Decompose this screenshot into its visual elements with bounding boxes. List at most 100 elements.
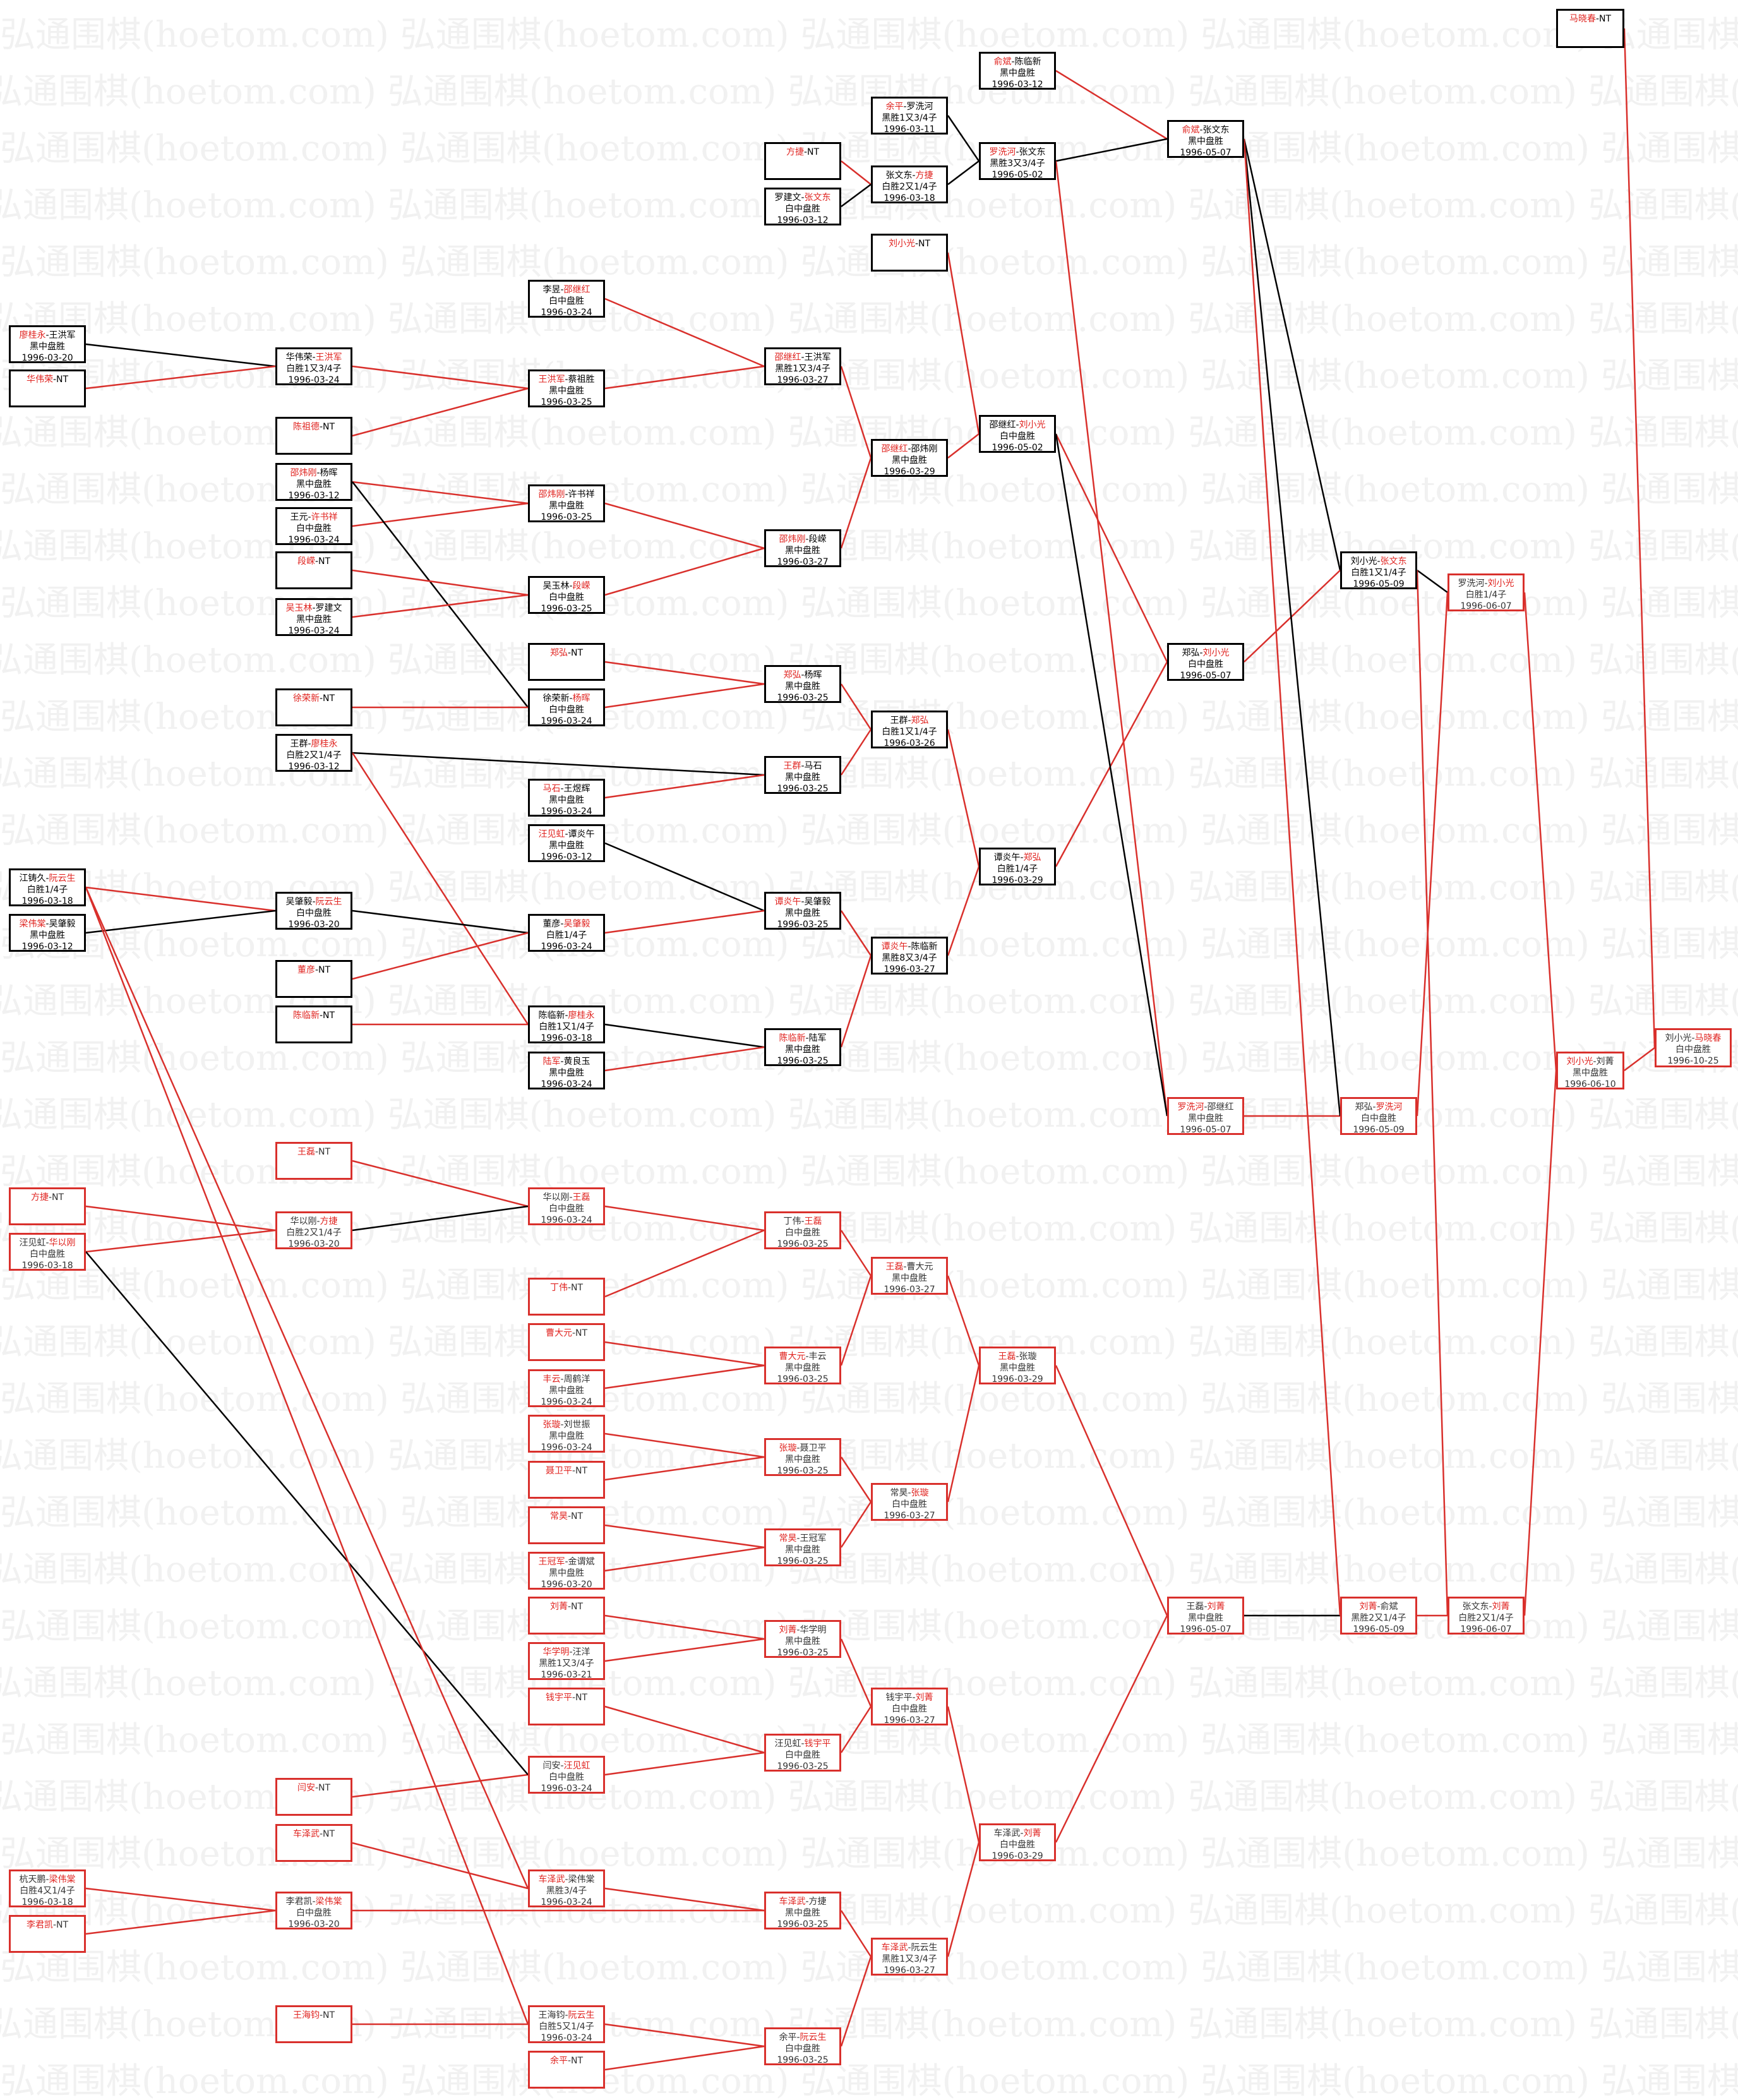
bracket-line — [1417, 569, 1448, 594]
bracket-line — [352, 1842, 529, 1890]
match-players: 华伟荣-NT — [26, 375, 69, 385]
match-box: 聂卫平-NT — [528, 1461, 605, 1499]
match-players: 王磊-曹大元 — [885, 1262, 933, 1272]
match-date: 1996-03-27 — [884, 1511, 935, 1521]
bracket-line — [352, 594, 529, 618]
match-players: 王群-廖桂永 — [290, 739, 338, 749]
match-date: 1996-03-24 — [541, 1443, 592, 1453]
match-result: 黑中盘胜 — [785, 1455, 820, 1465]
player-white: 张文东 — [1019, 147, 1046, 157]
match-box: 陈祖德-NT — [275, 417, 352, 455]
match-box: 郑弘-NT — [528, 643, 605, 681]
match-players: 刘小光-NT — [888, 239, 931, 249]
bracket-line — [604, 1751, 765, 1776]
bracket-line — [352, 481, 529, 708]
player-white: 王洪军 — [49, 330, 76, 340]
bracket-line — [841, 160, 872, 185]
match-date: 1996-03-18 — [21, 1261, 73, 1271]
match-players: 罗洗河-张文东 — [989, 147, 1046, 157]
player-black: 王海钧 — [292, 2010, 320, 2020]
player-white: 杨晖 — [572, 693, 590, 704]
player-white: 罗建文 — [315, 603, 342, 613]
match-result: 白中盘胜 — [549, 1204, 584, 1214]
match-result: 白中盘胜 — [1361, 1113, 1396, 1124]
player-white: 方捷 — [808, 1897, 827, 1907]
player-white: 段嵘 — [572, 581, 590, 591]
bracket-line — [840, 1275, 872, 1366]
match-date: 1996-03-24 — [541, 2033, 592, 2043]
match-result: 黑中盘胜 — [549, 795, 584, 805]
match-players: 吴肇毅-阮云生 — [285, 897, 342, 907]
player-black: 闫安 — [542, 1761, 561, 1771]
player-white: 邵炜刚 — [911, 444, 938, 454]
player-white: 阮云生 — [911, 1943, 938, 1953]
match-date: 1996-03-29 — [992, 1851, 1043, 1861]
match-date: 1996-03-27 — [777, 557, 829, 567]
match-date: 1996-05-09 — [1353, 1624, 1405, 1635]
match-date: 1996-05-07 — [1180, 1624, 1232, 1635]
player-black: 王群 — [290, 739, 308, 749]
match-date: 1996-03-24 — [288, 626, 340, 636]
match-result: 白中盘胜 — [892, 1499, 927, 1509]
player-black: 李君凯 — [26, 1920, 53, 1930]
bracket-line — [1055, 69, 1168, 140]
match-result: 黑胜1又3/4子 — [775, 364, 830, 374]
match-players: 车泽武-方捷 — [779, 1897, 827, 1907]
match-players: 俞斌-陈临新 — [993, 57, 1041, 67]
player-black: 吴肇毅 — [285, 897, 313, 907]
player-white: 杨晖 — [320, 468, 338, 478]
bracket-line — [352, 1205, 529, 1232]
match-date: 1996-03-24 — [541, 716, 592, 726]
player-black: 江铸久 — [19, 873, 46, 884]
match-date: 1996-03-24 — [541, 1079, 592, 1089]
match-result: 白胜1/4子 — [997, 864, 1038, 874]
player-black: 汪见虹 — [19, 1238, 46, 1248]
player-black: 徐荣新 — [292, 693, 320, 704]
player-white: NT — [575, 1466, 588, 1476]
match-players: 余平-NT — [549, 2056, 584, 2066]
match-players: 董彦-吴肇毅 — [542, 919, 590, 929]
match-date: 1996-03-12 — [21, 942, 73, 952]
bracket-line — [352, 481, 529, 505]
match-result: 黑胜1又3/4子 — [882, 1954, 937, 1964]
player-black: 邵继红 — [774, 352, 801, 363]
bracket-line — [1523, 1070, 1557, 1616]
player-black: 俞斌 — [993, 57, 1012, 67]
bracket-line — [85, 1229, 276, 1253]
match-result: 黑中盘胜 — [785, 772, 820, 783]
player-white: 吴肇毅 — [563, 919, 590, 929]
match-players: 闫安-NT — [297, 1783, 331, 1793]
player-white: 段嵘 — [808, 534, 827, 544]
bracket-line — [840, 1456, 872, 1503]
match-players: 郑弘-杨晖 — [783, 670, 822, 680]
match-players: 余平-罗洗河 — [885, 102, 933, 112]
player-black: 邵继红 — [881, 444, 908, 454]
player-white: 刘菁 — [1492, 1602, 1510, 1612]
player-black: 方捷 — [786, 147, 804, 157]
bracket-line — [604, 1364, 765, 1389]
match-date: 1996-03-25 — [777, 2055, 829, 2065]
player-black: 车泽武 — [538, 1875, 565, 1885]
match-players: 王洪军-蔡祖胜 — [538, 375, 595, 385]
match-players: 马晓春-NT — [1569, 14, 1612, 24]
player-white: 王磊 — [804, 1216, 822, 1227]
bracket-line — [85, 887, 529, 1889]
player-black: 王冠军 — [538, 1557, 565, 1567]
player-white: 张文东 — [1202, 125, 1230, 135]
player-black: 车泽武 — [881, 1943, 908, 1953]
player-black: 陈祖德 — [292, 422, 320, 432]
player-black: 李昱 — [542, 285, 561, 295]
match-players: 谭炎午-陈临新 — [881, 942, 938, 952]
bracket-line — [85, 887, 529, 2025]
